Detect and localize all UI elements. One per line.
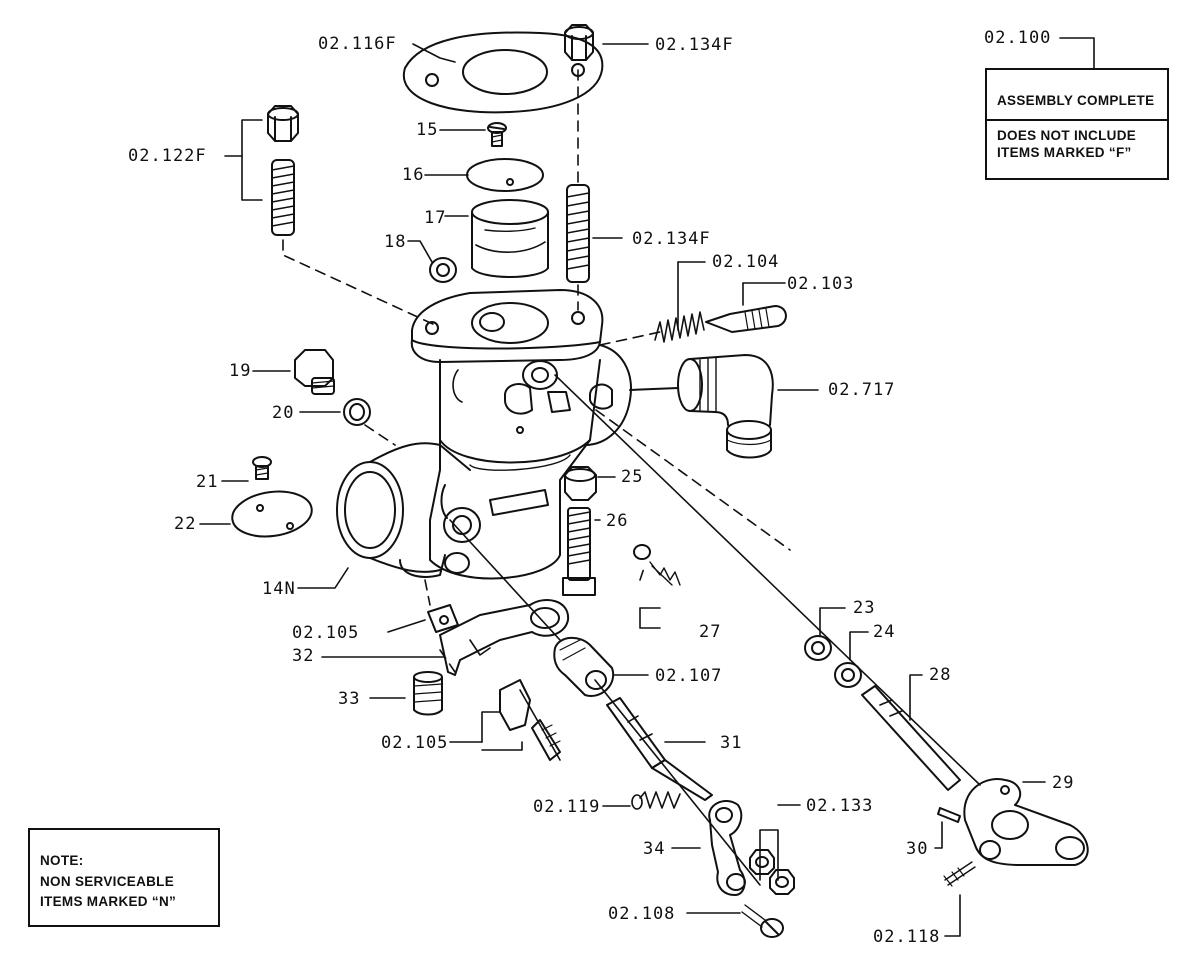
clip-02-105-bottom — [499, 679, 561, 761]
assembly-complete-box: ASSEMBLY COMPLETE DOES NOT INCLUDE ITEMS… — [985, 68, 1169, 180]
callout-28: 28 — [929, 665, 952, 685]
plug-19 — [294, 349, 335, 395]
flange-gasket — [402, 31, 604, 114]
callout-02-116F: 02.116F — [318, 34, 397, 54]
callout-20: 20 — [272, 403, 295, 423]
callout-22: 22 — [174, 514, 197, 534]
idle-screw-27 — [633, 544, 681, 586]
assembly-note-line-1: DOES NOT INCLUDE — [997, 128, 1137, 143]
shaft-31 — [606, 697, 713, 801]
lever-32 — [439, 599, 570, 676]
callout-29: 29 — [1052, 773, 1075, 793]
callout-32: 32 — [292, 646, 315, 666]
spring-02-104 — [654, 311, 705, 343]
callout-25: 25 — [621, 467, 644, 487]
callout-14N: 14N — [262, 579, 296, 599]
spring-02-119 — [631, 791, 681, 810]
callout-17: 17 — [424, 208, 447, 228]
screw-02-108 — [741, 904, 784, 938]
assembly-box-leader — [1059, 37, 1095, 69]
callout-18: 18 — [384, 232, 407, 252]
stud-26 — [562, 507, 596, 596]
lever-29 — [963, 778, 1089, 866]
callout-02-104: 02.104 — [712, 252, 780, 272]
packing-nut-02-107 — [553, 636, 615, 697]
hex-nut-top — [564, 24, 594, 61]
callout-02-134F-stud: 02.134F — [632, 229, 711, 249]
callout-02-122F: 02.122F — [128, 146, 207, 166]
callout-34: 34 — [643, 839, 666, 859]
carburetor-body — [410, 289, 632, 580]
callout-02-118: 02.118 — [873, 927, 941, 947]
assembly-note-line-2: ITEMS MARKED “F” — [997, 145, 1132, 160]
nut-02-133-b — [769, 869, 795, 895]
assembly-box-divider — [987, 119, 1167, 121]
callout-27: 27 — [699, 622, 722, 642]
hex-nut-left — [267, 105, 299, 142]
note-box: NOTE: NON SERVICEABLE ITEMS MARKED “N” — [28, 828, 220, 927]
bushing-23 — [804, 635, 832, 661]
throttle-plate-16 — [466, 158, 544, 192]
leader-lines — [199, 43, 1046, 937]
shaft-28 — [861, 685, 961, 791]
callout-15: 15 — [416, 120, 439, 140]
gasket-20 — [343, 398, 371, 426]
callout-24: 24 — [873, 622, 896, 642]
spring-33 — [413, 671, 443, 716]
bushing-18 — [429, 257, 457, 283]
nut-02-133-a — [749, 849, 775, 875]
callout-02-133: 02.133 — [806, 796, 874, 816]
callout-31: 31 — [720, 733, 743, 753]
callout-02-717: 02.717 — [828, 380, 896, 400]
callout-19: 19 — [229, 361, 252, 381]
callout-30: 30 — [906, 839, 929, 859]
choke-plate-22 — [231, 490, 313, 538]
needle-02-103 — [705, 305, 787, 333]
nut-25 — [564, 466, 597, 501]
screw-15 — [487, 122, 507, 147]
callout-21: 21 — [196, 472, 219, 492]
note-line-2: NON SERVICEABLE — [40, 874, 175, 889]
callout-02-105-bottom: 02.105 — [381, 733, 449, 753]
screw-21 — [252, 456, 272, 480]
callout-02-134F-top: 02.134F — [655, 35, 734, 55]
air-intake — [336, 442, 481, 578]
callout-02-103: 02.103 — [787, 274, 855, 294]
note-line-3: ITEMS MARKED “N” — [40, 894, 177, 909]
callout-23: 23 — [853, 598, 876, 618]
callout-26: 26 — [606, 511, 629, 531]
note-line-1: NOTE: — [40, 853, 84, 868]
assembly-title: ASSEMBLY COMPLETE — [997, 93, 1155, 108]
screw-02-118 — [943, 861, 976, 887]
pin-30 — [937, 807, 961, 823]
stud-left — [271, 159, 295, 236]
callout-02-105-top: 02.105 — [292, 623, 360, 643]
callout-16: 16 — [402, 165, 425, 185]
venturi-17 — [471, 199, 549, 278]
callout-33: 33 — [338, 689, 361, 709]
bushing-24 — [834, 662, 862, 688]
lever-34 — [708, 800, 746, 896]
alignment-dashed-lines — [282, 69, 791, 673]
callout-02-107: 02.107 — [655, 666, 723, 686]
callout-02-119: 02.119 — [533, 797, 601, 817]
assembly-part-number: 02.100 — [984, 28, 1052, 48]
callout-02-108: 02.108 — [608, 904, 676, 924]
fuel-inlet-elbow — [629, 354, 774, 459]
stud-right — [566, 184, 590, 283]
